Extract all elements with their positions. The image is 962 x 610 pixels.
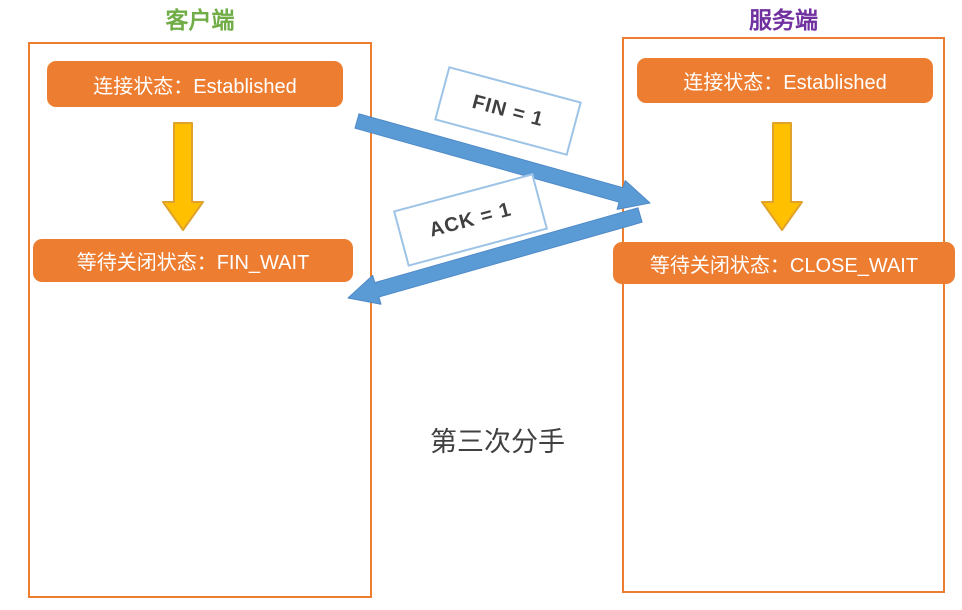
server-box <box>622 37 945 593</box>
server-title: 服务端 <box>749 7 818 33</box>
client-title: 客户端 <box>165 7 235 33</box>
client-box <box>28 42 372 598</box>
diagram-caption: 第三次分手 <box>430 427 565 457</box>
fin-message-label: FIN = 1 <box>434 66 582 156</box>
server-connected-state: 连接状态：Established <box>637 58 933 103</box>
ack-message-label: ACK = 1 <box>392 173 549 267</box>
client-closing-state: 等待关闭状态：FIN_WAIT <box>33 239 353 282</box>
client-connected-state: 连接状态：Established <box>47 61 343 107</box>
server-closing-state: 等待关闭状态：CLOSE_WAIT <box>613 242 955 284</box>
